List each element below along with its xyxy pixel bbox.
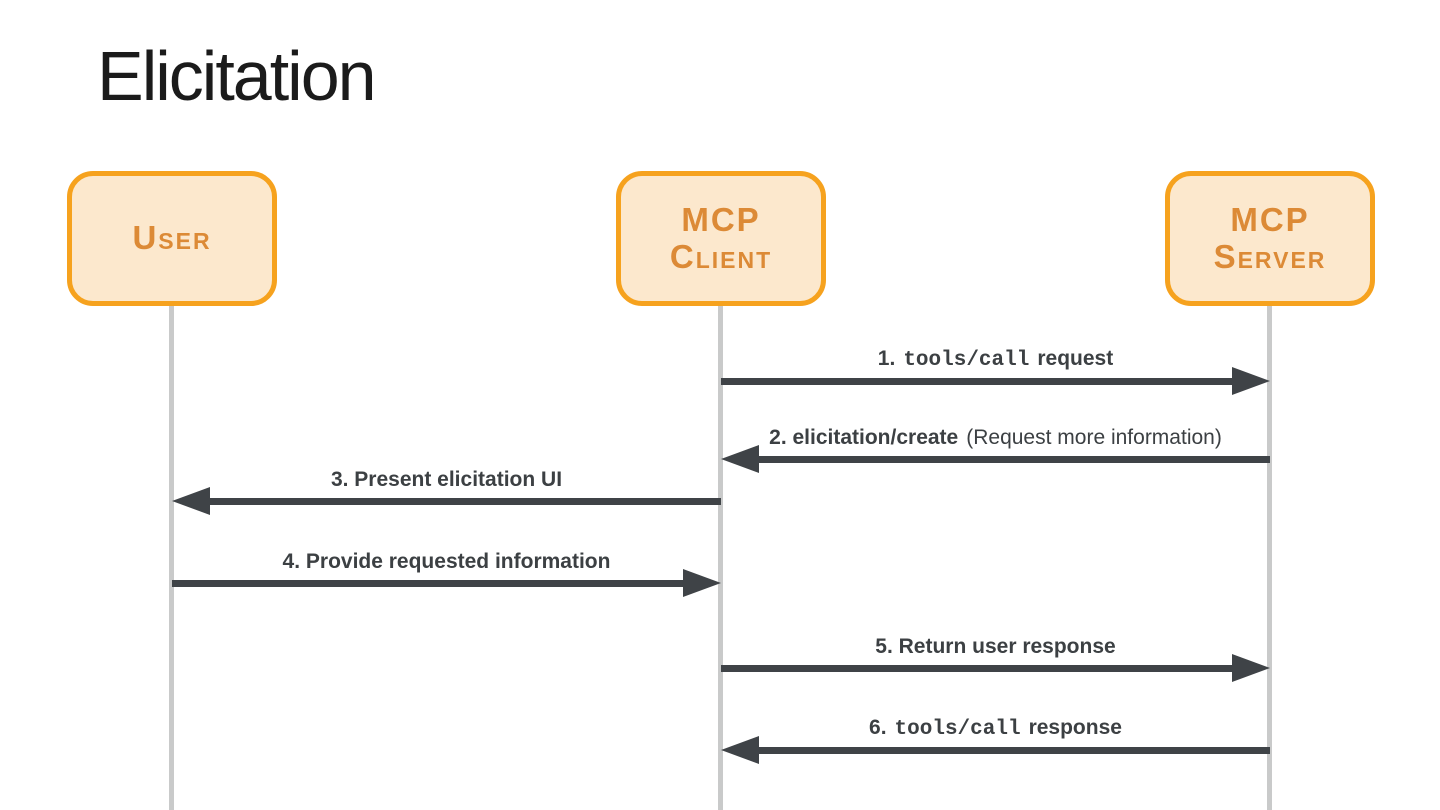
message-6-tail: response bbox=[1028, 716, 1122, 739]
message-5: 5. Return user response bbox=[721, 622, 1270, 682]
message-5-step: 5. Return user response bbox=[875, 635, 1116, 658]
message-3-label: 3. Present elicitation UI bbox=[172, 468, 721, 492]
actor-box-user: User bbox=[67, 171, 277, 306]
message-4: 4. Provide requested information bbox=[172, 537, 721, 597]
lifeline-mcp-server bbox=[1267, 306, 1272, 810]
actor-server-line2: Server bbox=[1213, 237, 1327, 275]
message-3: 3. Present elicitation UI bbox=[172, 455, 721, 515]
arrow-line bbox=[172, 580, 691, 587]
page-title: Elicitation bbox=[97, 37, 377, 115]
actor-server-line1: MCP bbox=[1230, 200, 1310, 238]
message-4-step: 4. Provide requested information bbox=[282, 550, 611, 573]
message-6-label: 6. tools/call response bbox=[721, 716, 1270, 741]
message-4-label: 4. Provide requested information bbox=[172, 550, 721, 574]
message-1-step: 1. bbox=[877, 347, 896, 370]
actor-client-line1: MCP bbox=[681, 200, 761, 238]
arrowhead-left-icon bbox=[721, 445, 759, 473]
message-6-code: tools/call bbox=[894, 718, 1021, 741]
message-3-step: 3. Present elicitation UI bbox=[330, 468, 563, 491]
arrowhead-right-icon bbox=[1232, 654, 1270, 682]
actor-client-line2: Client bbox=[669, 237, 773, 275]
message-1: 1. tools/call request bbox=[721, 336, 1270, 395]
arrowhead-right-icon bbox=[1232, 367, 1270, 395]
lifeline-user bbox=[169, 306, 174, 810]
arrow-line bbox=[751, 747, 1270, 754]
actor-label-mcp-client: MCP Client bbox=[669, 200, 773, 276]
message-1-label: 1. tools/call request bbox=[721, 347, 1270, 372]
actor-label-user: User bbox=[132, 219, 212, 257]
actor-box-mcp-server: MCP Server bbox=[1165, 171, 1375, 306]
arrow-line bbox=[721, 665, 1240, 672]
arrowhead-left-icon bbox=[172, 487, 210, 515]
arrowhead-right-icon bbox=[683, 569, 721, 597]
lifeline-mcp-client bbox=[718, 306, 723, 810]
actor-label-mcp-server: MCP Server bbox=[1213, 200, 1327, 276]
actor-user-line1: User bbox=[132, 219, 212, 257]
message-2: 2. elicitation/create (Request more infor… bbox=[721, 414, 1270, 473]
actor-box-mcp-client: MCP Client bbox=[616, 171, 826, 306]
message-5-label: 5. Return user response bbox=[721, 635, 1270, 659]
message-6-step: 6. bbox=[869, 716, 887, 739]
message-1-tail: request bbox=[1037, 347, 1114, 370]
message-6: 6. tools/call response bbox=[721, 704, 1270, 764]
message-2-label: 2. elicitation/create (Request more infor… bbox=[721, 426, 1270, 450]
arrow-line bbox=[721, 378, 1240, 385]
message-2-tail: (Request more information) bbox=[966, 426, 1222, 449]
message-1-code: tools/call bbox=[903, 349, 1030, 372]
arrowhead-left-icon bbox=[721, 736, 759, 764]
arrow-line bbox=[202, 498, 721, 505]
arrow-line bbox=[751, 456, 1270, 463]
message-2-step: 2. elicitation/create bbox=[769, 426, 959, 449]
